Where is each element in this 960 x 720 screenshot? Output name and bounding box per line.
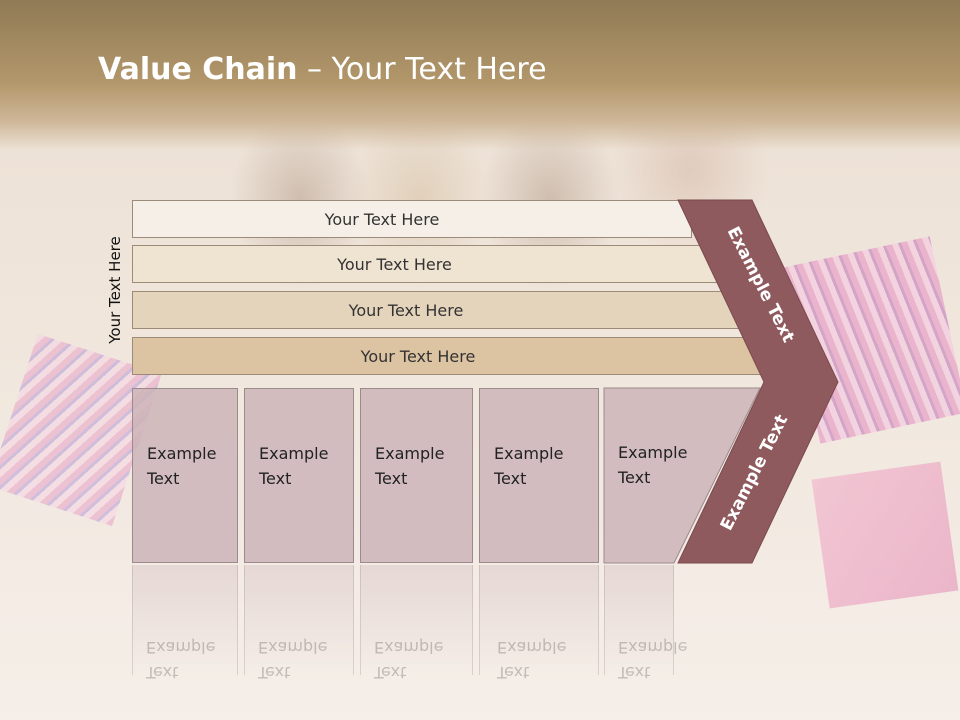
margin-chevron	[677, 199, 839, 564]
support-bar-1: Your Text Here	[132, 200, 692, 238]
title-rest: – Your Text Here	[297, 52, 547, 87]
box-text-line2: Text	[494, 469, 527, 488]
support-bar-4: Your Text Here	[132, 337, 764, 375]
box-text-line2: Text	[375, 469, 408, 488]
bar-label: Your Text Here	[348, 300, 464, 320]
bar-label: Your Text Here	[324, 209, 440, 229]
box-text-line1: Example	[494, 444, 564, 463]
support-bar-3: Your Text Here	[132, 291, 740, 329]
bar-label: Your Text Here	[360, 346, 476, 366]
bar-label: Your Text Here	[337, 254, 452, 274]
box-text-line2: Text	[259, 469, 292, 488]
primary-activity-box-5-shape	[603, 387, 761, 564]
title-bold: Value Chain	[98, 52, 298, 87]
box-text-line2: Text	[618, 468, 651, 487]
support-bar-2: Your Text Here	[132, 245, 717, 283]
box-text-line1: Example	[147, 444, 217, 463]
title-banner	[0, 0, 960, 150]
box-text-line1: Example	[259, 444, 329, 463]
box-text-line2: Text	[147, 469, 180, 488]
box-text-line1: Example	[618, 443, 688, 462]
box-text-line1: Example	[375, 444, 445, 463]
slide-title: Value Chain – Your Text Here	[98, 52, 547, 87]
